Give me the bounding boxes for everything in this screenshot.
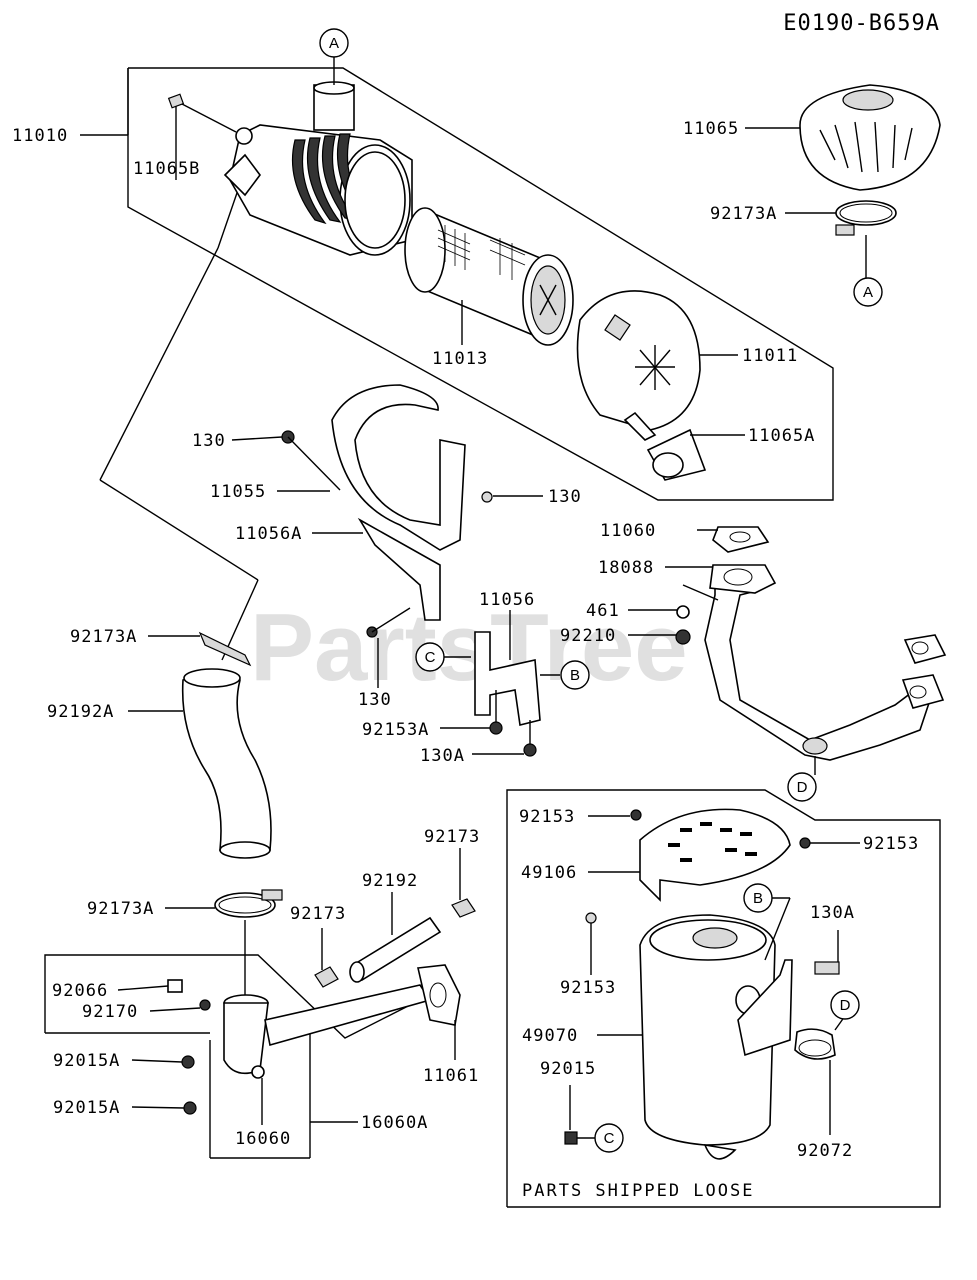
filter-element-drawing <box>404 207 574 346</box>
label-11055: 11055 <box>210 482 266 502</box>
label-49106: 49106 <box>521 863 577 883</box>
label-92015a-b: 92015A <box>53 1098 120 1118</box>
part-labels: 11010 11065B 11065 92173A 11013 11011 11… <box>12 119 919 1161</box>
svg-text:D: D <box>797 779 808 796</box>
label-92173a-mid: 92173A <box>70 627 137 647</box>
breather-hose-drawing <box>314 848 476 988</box>
callout-b-box: B <box>743 883 773 913</box>
parts-shipped-loose-note: PARTS SHIPPED LOOSE <box>522 1181 754 1201</box>
label-92192: 92192 <box>362 871 418 891</box>
label-92015: 92015 <box>540 1059 596 1079</box>
label-16060a: 16060A <box>361 1113 428 1133</box>
label-92153-a: 92153 <box>519 807 575 827</box>
label-92173-low: 92173 <box>290 904 346 924</box>
evacuator-valve-drawing <box>646 428 707 481</box>
air-cleaner-assembly-outline <box>80 67 834 661</box>
label-18088: 18088 <box>598 558 654 578</box>
label-11060: 11060 <box>600 521 656 541</box>
label-92173-right: 92173 <box>424 827 480 847</box>
label-92170: 92170 <box>82 1002 138 1022</box>
label-92153a: 92153A <box>362 720 429 740</box>
label-92066: 92066 <box>52 981 108 1001</box>
label-11013: 11013 <box>432 349 488 369</box>
label-11011: 11011 <box>742 346 798 366</box>
label-11065b: 11065B <box>133 159 200 179</box>
label-11065a: 11065A <box>748 426 815 446</box>
muffler-guard-drawing <box>585 808 811 924</box>
svg-text:D: D <box>840 997 851 1014</box>
hose-clamp-top-drawing <box>835 200 897 278</box>
callout-d-box: D <box>830 990 860 1020</box>
heat-shield-bracket-drawing <box>281 384 493 638</box>
callout-d-mid: D <box>787 772 817 802</box>
leader-lines <box>117 127 860 1139</box>
intake-elbow-drawing <box>167 979 432 1115</box>
exhaust-pipe-drawing <box>675 526 947 775</box>
precleaner-cap-drawing <box>799 84 941 191</box>
label-11065: 11065 <box>683 119 739 139</box>
watermark: PartsTree <box>250 594 688 701</box>
svg-text:C: C <box>425 649 436 666</box>
label-11056a: 11056A <box>235 524 302 544</box>
label-11061: 11061 <box>423 1066 479 1086</box>
valve-11065b-drawing <box>167 93 237 180</box>
label-92153-b: 92153 <box>863 834 919 854</box>
label-16060: 16060 <box>235 1129 291 1149</box>
svg-text:A: A <box>329 35 339 52</box>
label-130-c: 130 <box>358 690 392 710</box>
air-cleaner-housing-drawing <box>223 81 413 256</box>
callout-b-mid: B <box>560 660 590 690</box>
muffler-drawing <box>564 914 840 1160</box>
label-130-b: 130 <box>548 487 582 507</box>
callout-a-right: A <box>853 277 883 307</box>
label-92072: 92072 <box>797 1141 853 1161</box>
label-92015a-a: 92015A <box>53 1051 120 1071</box>
label-461: 461 <box>586 601 620 621</box>
label-130-a: 130 <box>192 431 226 451</box>
air-cleaner-cover-drawing <box>576 290 701 441</box>
label-11010: 11010 <box>12 126 68 146</box>
parts-shipped-loose-box <box>506 789 941 1208</box>
callout-c-mid: C <box>415 642 445 672</box>
bracket-11056-drawing <box>474 610 541 757</box>
svg-text:C: C <box>604 1130 615 1147</box>
label-92173a-top: 92173A <box>710 204 777 224</box>
label-130a-mid: 130A <box>420 746 465 766</box>
label-130a-box: 130A <box>810 903 855 923</box>
label-92173a-low: 92173A <box>87 899 154 919</box>
callout-c-box: C <box>594 1123 624 1153</box>
label-92153-c: 92153 <box>560 978 616 998</box>
intake-hose-drawing <box>181 631 283 918</box>
label-49070: 49070 <box>522 1026 578 1046</box>
label-92210: 92210 <box>560 626 616 646</box>
label-92192a: 92192A <box>47 702 114 722</box>
lower-intake-outline <box>44 920 421 1159</box>
callout-a-top: A <box>319 28 349 85</box>
svg-text:B: B <box>570 667 580 684</box>
label-11056: 11056 <box>479 590 535 610</box>
gasket-11061-drawing <box>417 964 461 1060</box>
svg-text:B: B <box>753 890 763 907</box>
diagram-code: E0190-B659A <box>783 11 940 36</box>
svg-text:A: A <box>863 284 873 301</box>
